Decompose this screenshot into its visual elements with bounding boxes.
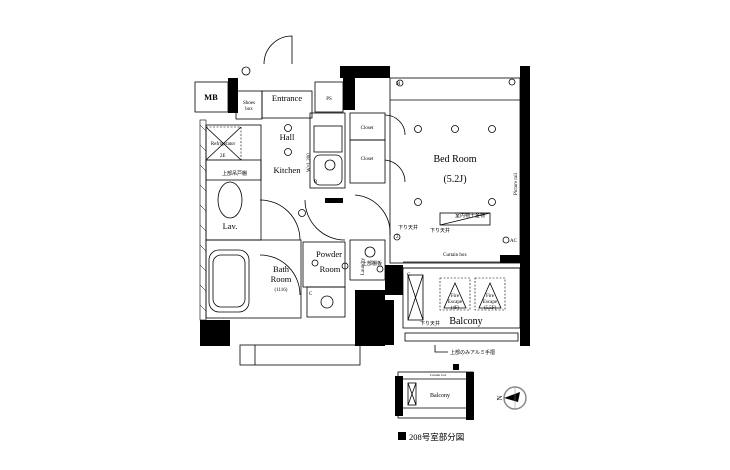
note-upper-shelf: 上部棚板 (362, 260, 382, 267)
svg-text:G: G (407, 273, 411, 278)
label-hall: Hall (280, 132, 295, 142)
room-labels: MB Shoes box Entrance PS Hall Kitchen Cl… (204, 92, 498, 327)
note-lowered-ceiling: 下り天井 (398, 224, 418, 231)
inset-caption: 208号室部分図 (398, 432, 464, 442)
note-refrigerator: Refrigerator (211, 142, 236, 147)
label-shoes-box: Shoes (243, 101, 255, 106)
svg-text:(4F): (4F) (451, 306, 460, 311)
inset-plan: Curtain box Balcony (395, 364, 474, 420)
compass: N (496, 386, 527, 410)
label-fire-escape-a: Fire (451, 294, 460, 299)
label-closet-2: Closet (361, 157, 374, 162)
compass-north-label: N (496, 395, 504, 400)
label-powder-room: Powder (316, 249, 342, 259)
note-upper-cabinet: 上部吊戸棚 (222, 170, 247, 177)
label-kitchen: Kitchen (274, 165, 302, 175)
svg-text:(5.5F): (5.5F) (484, 306, 497, 311)
svg-text:2: 2 (396, 235, 399, 240)
label-bath-room: Bath (273, 264, 290, 274)
svg-text:Escape: Escape (448, 300, 463, 305)
room-outlines (194, 77, 521, 366)
label-laundry: Laundry (361, 258, 366, 275)
svg-text:2E: 2E (220, 154, 226, 159)
annotations: Refrigerator 2E 上部吊戸棚 W=1,200 Picture ra… (211, 82, 519, 356)
note-counter-width: W=1,200 (307, 153, 312, 172)
note-handrail: 上部のみアルミ手摺 (450, 349, 495, 356)
note-indoor-drying: 室内物干金物 (455, 212, 485, 219)
svg-text:Room: Room (320, 264, 341, 274)
label-bed-room: Bed Room (433, 154, 476, 165)
note-ac: AC (510, 239, 518, 244)
fixtures (217, 66, 516, 309)
walls (199, 66, 530, 346)
label-closet-1: Closet (361, 126, 374, 131)
svg-text:C: C (309, 292, 313, 297)
label-ps-top: PS (326, 97, 332, 102)
doors (259, 35, 406, 296)
label-entrance: Entrance (272, 93, 302, 103)
svg-text:Escape: Escape (483, 300, 498, 305)
label-bed-room-size: (5.2J) (443, 174, 466, 185)
svg-text:下り天井: 下り天井 (420, 320, 440, 327)
svg-text:R: R (314, 180, 318, 185)
label-balcony: Balcony (449, 316, 482, 327)
label-mb: MB (204, 92, 218, 102)
svg-text:box: box (245, 107, 253, 112)
label-lav: Lav. (223, 221, 238, 231)
label-curtain-box: Curtain box (443, 253, 467, 258)
label-fire-escape-b: Fire (486, 294, 495, 299)
note-picture-rail: Picture rail (514, 172, 519, 195)
svg-text:下り天井: 下り天井 (430, 227, 450, 234)
svg-text:Room: Room (271, 274, 292, 284)
inset-balcony: Balcony (430, 393, 450, 399)
inset-curtain-box: Curtain box (430, 373, 447, 377)
svg-text:(1116): (1116) (275, 288, 288, 293)
svg-text:M: M (396, 82, 401, 87)
inset-caption-text: 208号室部分図 (409, 432, 464, 442)
label-ps-bottom: PS (367, 293, 373, 298)
